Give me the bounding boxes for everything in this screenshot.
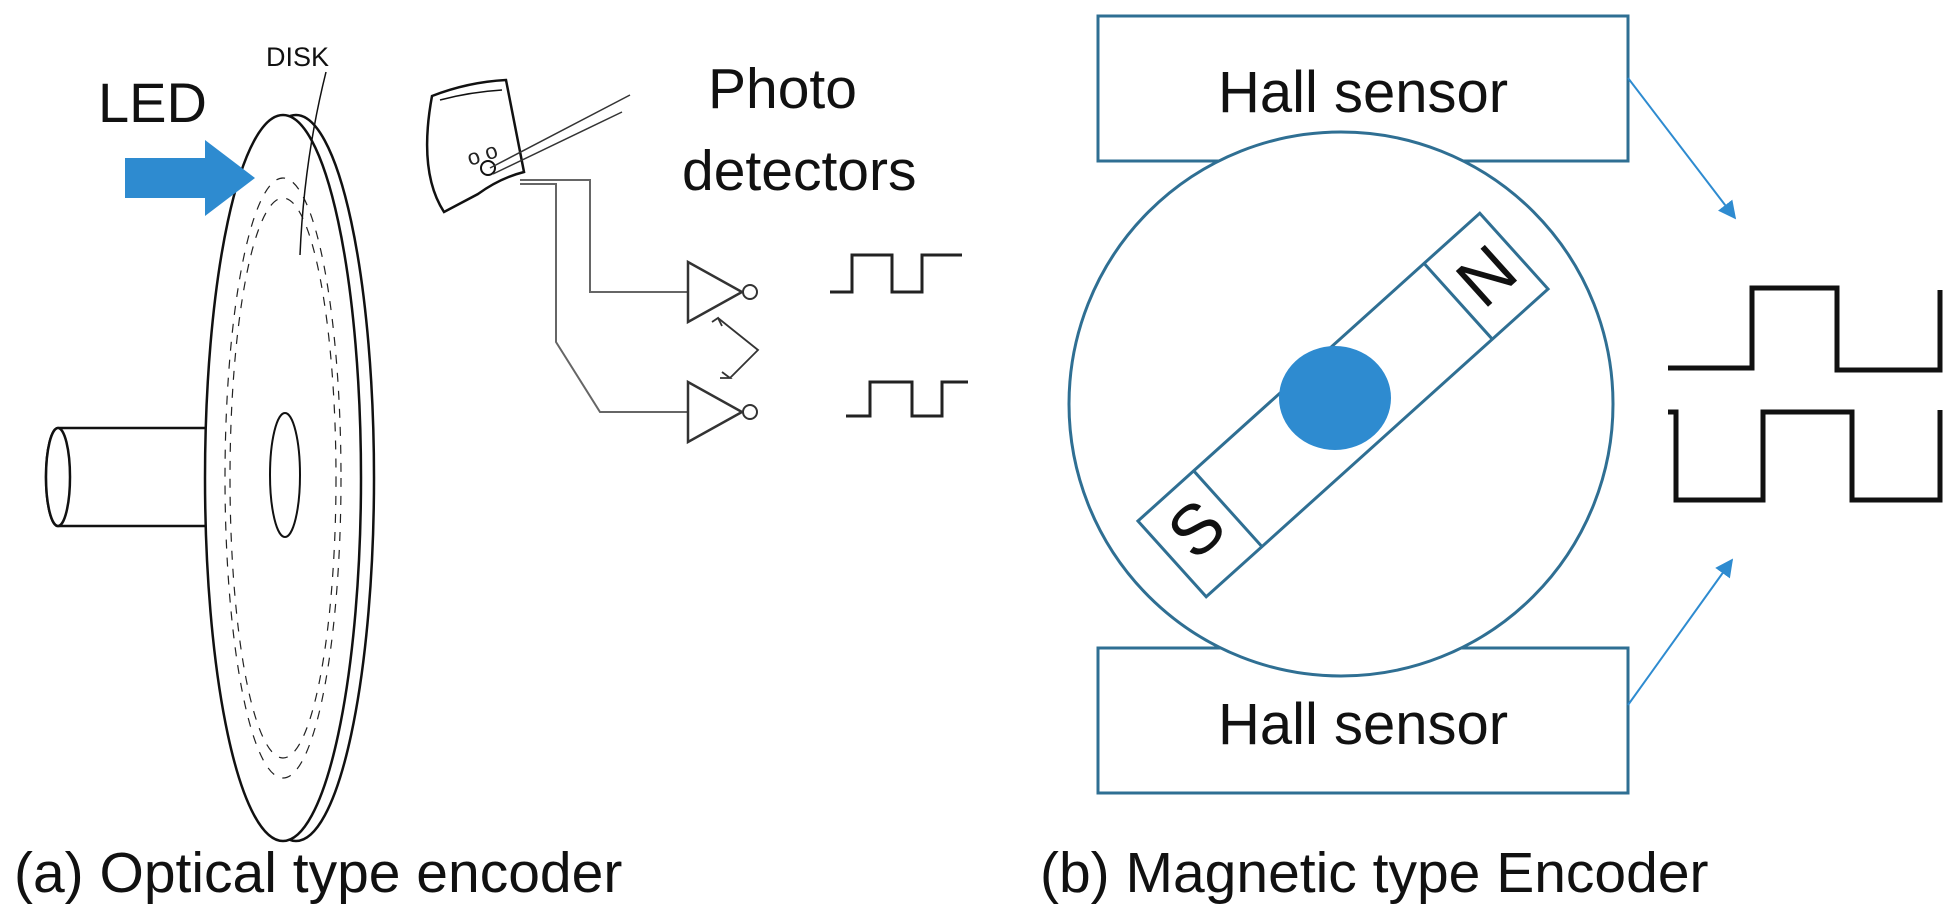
feedback-arrows bbox=[711, 316, 760, 379]
right-arrow-icon bbox=[125, 140, 255, 216]
signal-wave-bottom bbox=[846, 380, 968, 418]
photo-detectors-label-line1: Photo bbox=[708, 57, 857, 121]
hall-sensor-box-top: Hall sensor bbox=[1096, 14, 1630, 163]
disk bbox=[203, 113, 376, 843]
hall-output-wave-bottom bbox=[1668, 409, 1943, 503]
signal-wave-top bbox=[830, 253, 962, 294]
diagonal-arrow-icon bbox=[1627, 558, 1734, 706]
detector-wiring bbox=[520, 179, 690, 413]
disk-label: DISK bbox=[266, 42, 329, 72]
diagonal-arrow-icon bbox=[1627, 77, 1737, 220]
magnetic-caption: (b) Magnetic type Encoder bbox=[1040, 841, 1709, 905]
photo-detectors-label-line2: detectors bbox=[682, 139, 916, 203]
rotation-center-dot bbox=[1279, 346, 1391, 450]
disk-leader-line bbox=[299, 71, 327, 256]
hall-sensor-label-top: Hall sensor bbox=[1218, 60, 1508, 125]
led-label: LED bbox=[98, 71, 207, 134]
inverter-top bbox=[686, 259, 758, 325]
optical-encoder: DISK LED o o Photo detectors bbox=[14, 42, 968, 905]
magnetic-encoder: Hall sensor Hall sensor S N (b) Magnetic… bbox=[1040, 14, 1943, 905]
optical-caption: (a) Optical type encoder bbox=[14, 841, 622, 905]
hall-sensor-label-bottom: Hall sensor bbox=[1218, 692, 1508, 757]
hall-output-wave-top bbox=[1668, 285, 1943, 373]
photodetector-block: o o bbox=[425, 78, 631, 214]
inverter-bottom bbox=[686, 379, 758, 445]
